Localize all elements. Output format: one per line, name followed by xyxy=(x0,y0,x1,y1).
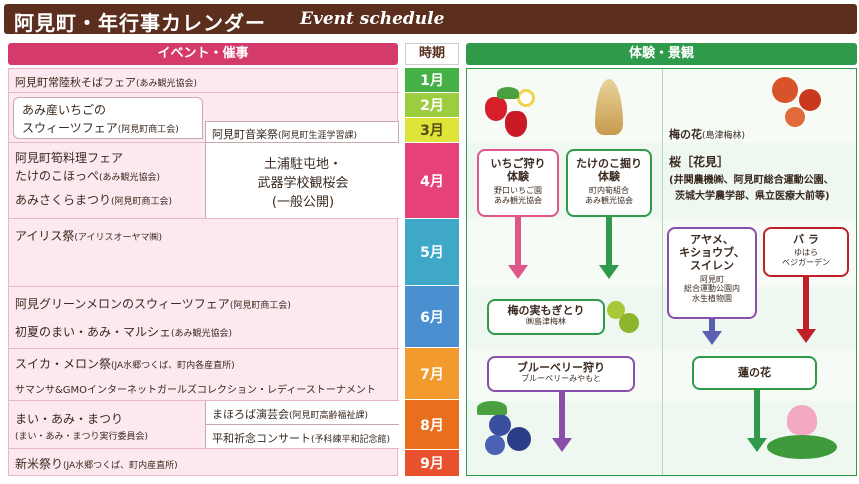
event-camp-tour-line2: 武器学校観桜会 xyxy=(257,176,349,191)
page-title: 阿見町・年行事カレンダー xyxy=(14,11,266,35)
blueberry-leaf-icon xyxy=(477,401,507,415)
events-row-jun: 阿見グリーンメロンのスウィーツフェア(阿見町商工会) 初夏のまい・あみ・マルシェ… xyxy=(9,287,399,349)
event-shinmai: 新米祭り(JA水郷つくば、町内産直所) xyxy=(15,457,178,471)
exp-sakura: 桜［花見］ xyxy=(669,155,730,169)
exp-divider xyxy=(662,69,663,475)
exp-blueberry: ブルーベリー狩り ブルーベリーみやもと xyxy=(487,356,635,392)
event-camp-tour-line3: (一般公開) xyxy=(271,195,335,210)
exp-sakura-line3: 茨城大学農学部、県立医療大前等) xyxy=(675,191,830,202)
event-strawberry-fair-line2: スウィーツフェア(阿見町商工会) xyxy=(22,121,179,135)
arrow-takenoko xyxy=(599,217,619,279)
blueberry-icon-2 xyxy=(507,427,531,451)
events-row-aug: まい・あみ・まつり (まい・あみ・まつり実行委員会) まほろば演芸会(阿見町高齢… xyxy=(9,401,399,449)
event-camp-tour-line1: 土浦駐屯地・ xyxy=(263,157,342,172)
plum-blossom-icon xyxy=(772,77,798,103)
event-soba: 阿見町常陸秋そばフェア(あみ観光協会) xyxy=(15,76,198,89)
plum-blossom-icon-2 xyxy=(799,89,821,111)
event-strawberry-fair-line1: あみ産いちごの xyxy=(22,103,107,117)
exp-hasu: 蓮の花 xyxy=(692,356,817,390)
event-takenoko-fair: 阿見町筍料理フェア xyxy=(15,151,124,165)
events-row-febmar: あみ産いちごの スウィーツフェア(阿見町商工会) 阿見町音楽祭(阿見町生涯学習課… xyxy=(9,93,399,143)
events-column-header: イベント・催事 xyxy=(8,43,398,65)
event-strawberry-fair: あみ産いちごの スウィーツフェア(阿見町商工会) xyxy=(13,97,203,139)
month-apr: 4月 xyxy=(405,143,459,218)
event-maiami-org: (まい・あみ・まつり実行委員会) xyxy=(15,432,149,442)
page-subtitle: Event schedule xyxy=(300,9,445,29)
arrow-hasu xyxy=(747,390,767,452)
leaf-icon xyxy=(497,87,519,99)
event-samansa: サマンサ&GMOインターネットガールズコレクション・レディーストーナメント xyxy=(15,385,376,396)
ume-fruit-icon-2 xyxy=(619,313,639,333)
event-suika: スイカ・メロン祭(JA水郷つくば、町内各産直所) xyxy=(15,357,235,371)
events-row-apr: 阿見町筍料理フェア たけのこほっぺ(あみ観光協会) あみさくらまつり(阿見町商工… xyxy=(9,143,399,219)
experiences-column-header: 体験・景観 xyxy=(466,43,857,65)
lotus-leaf-icon xyxy=(767,435,837,459)
event-sakura-festival: あみさくらまつり(阿見町商工会) xyxy=(15,193,173,207)
month-jan: 1月 xyxy=(405,68,459,92)
events-row-sep: 新米祭り(JA水郷つくば、町内産直所) xyxy=(9,449,399,475)
blueberry-icon xyxy=(489,414,511,436)
exp-sakura-line2: (井関農機㈱、阿見町総合運動公園、 xyxy=(669,175,834,186)
month-jun: 6月 xyxy=(405,286,459,347)
events-panel: 阿見町常陸秋そばフェア(あみ観光協会) あみ産いちごの スウィーツフェア(阿見町… xyxy=(8,68,399,476)
month-jul: 7月 xyxy=(405,348,459,399)
events-row-jan: 阿見町常陸秋そばフェア(あみ観光協会) xyxy=(9,69,399,93)
arrow-blueberry xyxy=(552,392,572,452)
arrow-ayame xyxy=(702,319,722,345)
month-column-header: 時期 xyxy=(405,43,459,65)
blueberry-icon-3 xyxy=(485,435,505,455)
event-kohoppe: たけのこほっぺ(あみ観光協会) xyxy=(15,169,161,183)
arrow-bara xyxy=(796,277,816,343)
exp-umenomi: 梅の実もぎとり ㈱島津梅林 xyxy=(487,299,605,335)
month-aug: 8月 xyxy=(405,400,459,449)
event-iris: アイリス祭(アイリスオーヤマ㈱) xyxy=(15,229,162,243)
strawberry-icon-2 xyxy=(505,111,527,137)
arrows-layer xyxy=(508,217,816,452)
event-melon-fair: 阿見グリーンメロンのスウィーツフェア(阿見町商工会) xyxy=(15,297,291,311)
event-peace-concert: 平和祈念コンサート(予科練平和記念館) xyxy=(205,425,399,448)
exp-takenoko: たけのこ掘り 体験 町内筍組合 あみ観光協会 xyxy=(566,149,652,217)
event-music-festival: 阿見町音楽祭(阿見町生涯学習課) xyxy=(205,121,399,143)
event-maiami: まい・あみ・まつり xyxy=(15,412,124,426)
exp-bara: バ ラ ゆはら ベジガーデン xyxy=(763,227,849,277)
strawberry-flower-icon xyxy=(517,89,535,107)
events-row-may: アイリス祭(アイリスオーヤマ㈱) xyxy=(9,219,399,287)
exp-ume: 梅の花(島津梅林) xyxy=(669,128,746,141)
events-row-jul: スイカ・メロン祭(JA水郷つくば、町内各産直所) サマンサ&GMOインターネット… xyxy=(9,349,399,401)
month-mar: 3月 xyxy=(405,118,459,142)
strawberry-icon xyxy=(485,97,507,121)
exp-ichigo: いちご狩り 体験 野口いちご園 あみ観光協会 xyxy=(477,149,559,217)
lotus-flower-icon xyxy=(787,405,817,435)
plum-blossom-icon-3 xyxy=(785,107,805,127)
arrow-ichigo xyxy=(508,217,528,279)
exp-ayame: アヤメ、 キショウブ、 スイレン 阿見町 総合運動公園内 水生植物園 xyxy=(667,227,757,319)
month-feb: 2月 xyxy=(405,93,459,117)
event-marche: 初夏のまい・あみ・マルシェ(あみ観光協会) xyxy=(15,325,233,339)
experiences-panel: 梅の花(島津梅林) いちご狩り 体験 野口いちご園 あみ観光協会 たけのこ掘り … xyxy=(466,68,857,476)
event-camp-tour: 土浦駐屯地・ 武器学校観桜会 (一般公開) xyxy=(205,143,399,218)
event-mahoroba: まほろば演芸会(阿見町高齢福祉課) xyxy=(205,401,399,425)
header-bar xyxy=(4,4,857,34)
ume-fruit-icon xyxy=(607,301,625,319)
month-sep: 9月 xyxy=(405,450,459,476)
month-may: 5月 xyxy=(405,219,459,285)
